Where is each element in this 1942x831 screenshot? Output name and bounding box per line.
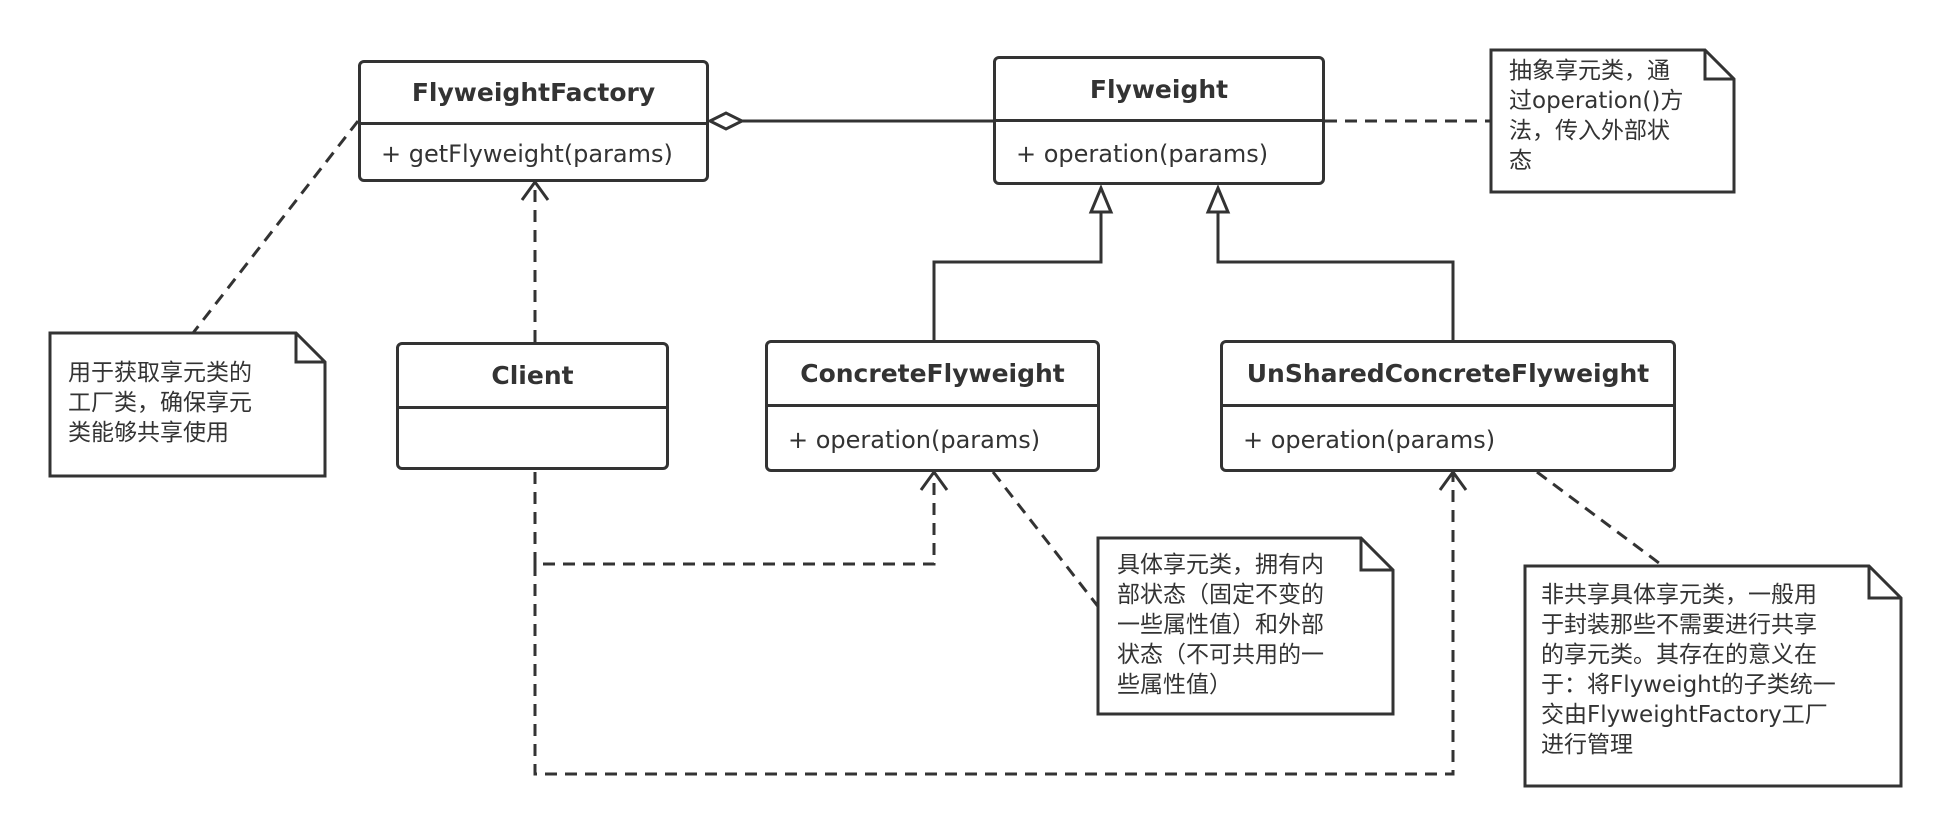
generalization-concrete-line (932, 212, 1103, 342)
dependency-client-unshared (533, 474, 1455, 776)
note-concrete-text: 具体享元类，拥有内 部状态（固定不变的 一些属性值）和外部 状态（不可共用的一 … (1117, 552, 1324, 698)
note-flyweight-shape (1489, 48, 1736, 194)
dependency-client-concrete-arrow (919, 469, 949, 491)
dependency-client-unshared-arrow (1438, 469, 1468, 491)
aggregation-diamond (706, 111, 746, 131)
class-name: FlyweightFactory (361, 63, 706, 125)
note-unshared-text: 非共享具体享元类，一般用 于封装那些不需要进行共享 的享元类。其存在的意义在 于… (1541, 582, 1836, 758)
generalization-unshared-line (1216, 212, 1455, 342)
class-operation: + operation(params) (788, 425, 1041, 454)
note-connector-factory (191, 120, 360, 334)
class-unshared-concrete-flyweight: UnSharedConcreteFlyweight + operation(pa… (1220, 340, 1676, 472)
class-client: Client (396, 342, 669, 470)
class-name: Client (399, 345, 666, 409)
generalization-concrete-arrow (1088, 184, 1114, 214)
class-operation: + operation(params) (1016, 139, 1269, 168)
class-name: Flyweight (996, 59, 1322, 122)
class-operation: + getFlyweight(params) (381, 139, 673, 168)
dependency-client-concrete (533, 472, 936, 566)
note-concrete-shape (1096, 536, 1395, 716)
class-operation: + operation(params) (1243, 425, 1496, 454)
class-name: UnSharedConcreteFlyweight (1223, 343, 1673, 407)
class-concrete-flyweight: ConcreteFlyweight + operation(params) (765, 340, 1100, 472)
note-factory-shape (48, 331, 327, 478)
note-factory-text: 用于获取享元类的 工厂类，确保享元 类能够共享使用 (68, 360, 252, 446)
class-flyweight-factory: FlyweightFactory + getFlyweight(params) (358, 60, 709, 182)
note-flyweight-text: 抽象享元类，通 过operation()方 法，传入外部状 态 (1509, 58, 1684, 174)
note-unshared-shape (1523, 564, 1903, 788)
note-connector-concrete (991, 471, 1102, 610)
note-connector-unshared (1536, 470, 1664, 568)
class-flyweight: Flyweight + operation(params) (993, 56, 1325, 185)
dependency-client-factory-arrow (520, 179, 550, 201)
class-operation (399, 409, 666, 467)
class-name: ConcreteFlyweight (768, 343, 1097, 407)
generalization-unshared-arrow (1205, 184, 1231, 214)
